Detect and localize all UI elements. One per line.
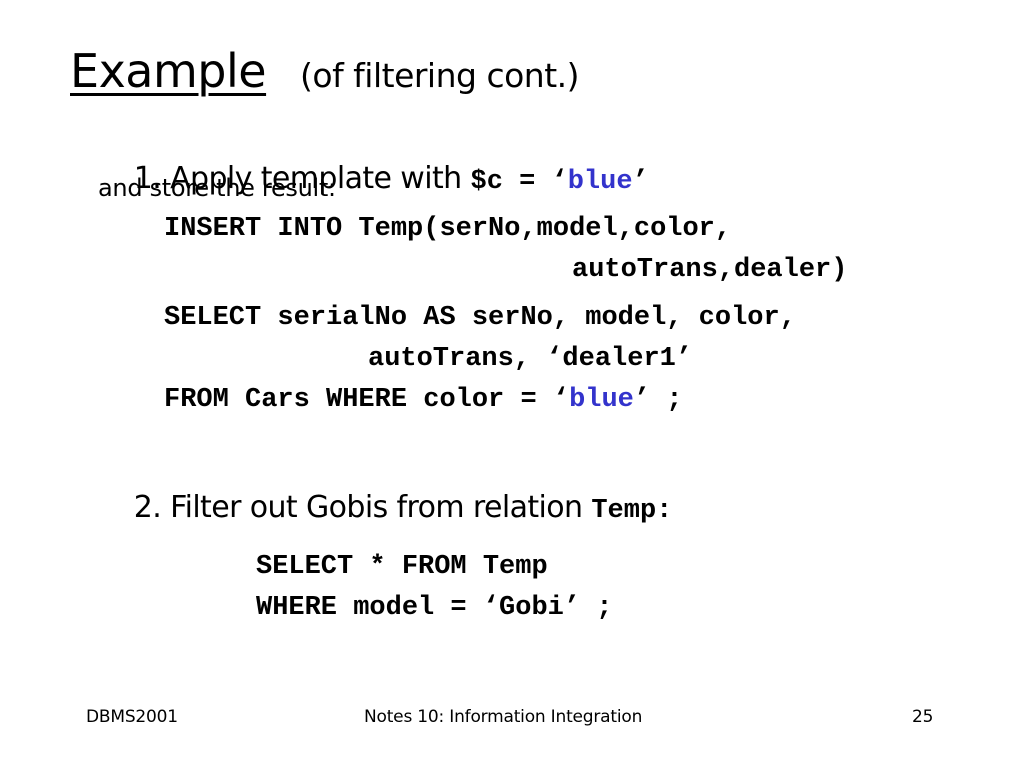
step2-prefix: 2. Filter out Gobis from relation	[133, 490, 592, 525]
sql1-line1: INSERT INTO Temp(serNo,model,color,	[164, 214, 732, 244]
step1-value: blue	[567, 167, 633, 197]
step1-code-var: $c =	[470, 167, 552, 197]
slide-title: Example	[70, 44, 267, 98]
step1-line2: and store the result:	[98, 174, 336, 202]
sql1-line5-value: blue	[569, 385, 634, 415]
step1-heading: 1. Apply template with $c = ‘blue’	[98, 126, 649, 232]
sql1-line2: autoTrans,dealer)	[572, 255, 848, 285]
sql2-line2: WHERE model = ‘Gobi’ ;	[256, 593, 613, 623]
sql1-line4: autoTrans, ‘dealer1’	[368, 344, 693, 374]
footer-page-number: 25	[912, 707, 934, 727]
footer-left: DBMS2001	[86, 707, 178, 727]
sql1-line5: FROM Cars WHERE color = ‘blue’ ;	[164, 385, 683, 415]
footer-center: Notes 10: Information Integration	[364, 707, 643, 727]
step2-heading: 2. Filter out Gobis from relation Temp:	[98, 455, 673, 561]
sql1-line3: SELECT serialNo AS serNo, model, color,	[164, 303, 796, 333]
sql1-line5-prefix: FROM Cars WHERE color = ‘	[164, 385, 570, 415]
step1-quote-open: ‘	[551, 167, 568, 197]
slide-subtitle: (of filtering cont.)	[300, 56, 580, 95]
step1-quote-close: ’	[632, 167, 649, 197]
sql1-line5-suffix: ’ ;	[633, 385, 683, 415]
step1-prefix: 1. Apply template with	[133, 161, 471, 196]
sql2-line1: SELECT * FROM Temp	[256, 552, 548, 582]
step2-relation: Temp:	[591, 496, 673, 526]
